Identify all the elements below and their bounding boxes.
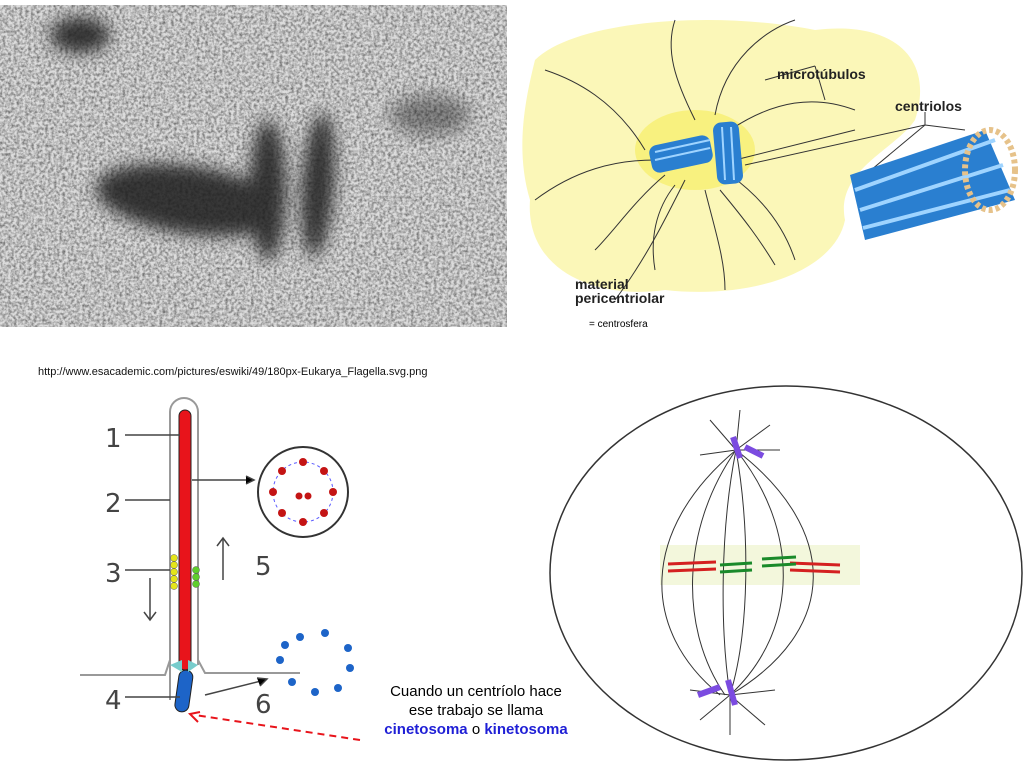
centriole-pair-top: [730, 436, 765, 459]
number-6: 6: [255, 690, 272, 720]
label-centrosphere: = centrosfera: [589, 319, 648, 330]
term-kinetosoma: kinetosoma: [484, 721, 568, 738]
axoneme-cross-section-icon: [257, 446, 349, 538]
centriole-icon: [649, 121, 743, 185]
number-4: 4: [105, 686, 122, 716]
electron-micrograph: [0, 5, 507, 327]
connector: o: [471, 721, 481, 738]
centriole-section: [250, 120, 286, 260]
centriole-longitudinal: [95, 163, 285, 237]
flagellum-diagram: 1 2 3 4 5 6: [80, 397, 361, 741]
label-microtubules: microtúbulos: [777, 66, 866, 82]
mitotic-spindle-diagram: [549, 385, 1023, 761]
basal-body-cross-section-icon: [276, 629, 354, 696]
micrograph-image: [0, 5, 507, 327]
caption-line-2: ese trabajo se llama: [408, 702, 544, 719]
label-centrioles: centriolos: [895, 98, 962, 114]
number-1: 1: [105, 424, 122, 454]
term-cinetosoma: cinetosoma: [384, 721, 468, 738]
number-3: 3: [105, 559, 122, 589]
centriole-enlarged-icon: [850, 127, 1018, 240]
number-5: 5: [255, 552, 272, 582]
axoneme: [178, 409, 192, 671]
basal-body: [174, 669, 194, 713]
centrosome-diagram: microtúbulos centriolos material pericen…: [515, 0, 1024, 340]
caption-line-1: Cuando un centríolo hace: [390, 683, 562, 700]
label-material: material: [575, 276, 629, 292]
chromosomes: [667, 555, 841, 574]
caption: Cuando un centríolo hace ese trabajo se …: [362, 682, 590, 739]
label-pericentriolar: pericentriolar: [575, 290, 665, 306]
dashed-arrow: [194, 714, 361, 741]
centriole-pair-bottom: [696, 679, 738, 706]
transport-particles: [170, 554, 178, 590]
membrane: [169, 397, 199, 700]
number-2: 2: [105, 489, 122, 519]
source-url: http://www.esacademic.com/pictures/eswik…: [38, 366, 428, 378]
